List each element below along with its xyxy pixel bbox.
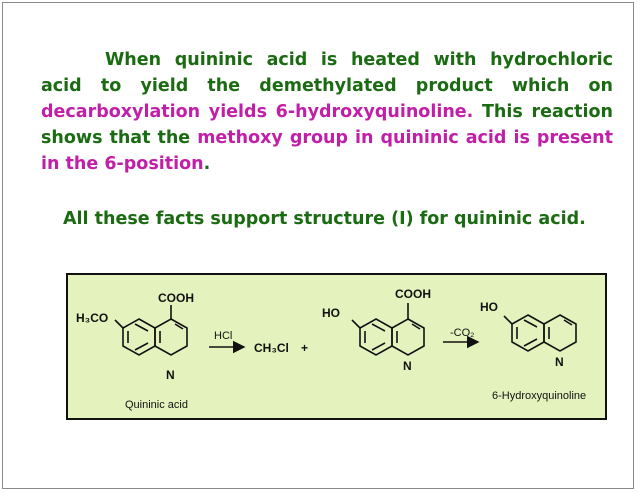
conclusion-text: All these facts support structure (I) fo… [63,209,586,229]
highlight-methoxy-position: methoxy group in quininic acid is presen… [41,128,613,174]
reaction-scheme: H₃CO COOH N Quininic acid HCl CH₃Cl + HO… [66,273,607,420]
quininic-cooh: COOH [158,291,194,305]
text-part3: . [203,154,211,174]
byproduct-ch3cl: CH₃Cl [254,341,289,355]
intermediate-structure: HO COOH N [322,287,431,373]
reagent-co2: -CO₂ [450,327,474,339]
product-nitrogen: N [555,355,564,369]
reagent-hcl: HCl [214,330,232,342]
arrow-decarboxylation: -CO₂ [443,327,480,349]
intermediate-cooh: COOH [395,287,431,301]
plus-sign: + [301,341,308,355]
quininic-substituent: H₃CO [76,311,108,325]
arrow-hcl: HCl [209,330,246,354]
product-structure: HO N 6-Hydroxyquinoline [480,300,586,402]
slide: When quininic acid is heated with hydroc… [2,2,634,489]
reaction-scheme-drawing: H₃CO COOH N Quininic acid HCl CH₃Cl + HO… [76,287,586,411]
text-part2: This reaction shows that the [41,102,613,148]
paragraph-reaction: When quininic acid is heated with hydroc… [41,47,613,177]
quininic-acid-name: Quininic acid [125,399,188,411]
product-substituent: HO [480,300,498,314]
quininic-acid-structure: H₃CO COOH N Quininic acid [76,291,194,411]
text-part1: When quininic acid is heated with hydroc… [41,50,613,96]
intermediate-substituent: HO [322,306,340,320]
paragraph-conclusion: All these facts support structure (I) fo… [41,206,613,232]
intermediate-nitrogen: N [403,359,412,373]
product-name: 6-Hydroxyquinoline [492,390,586,402]
quininic-nitrogen: N [166,368,175,382]
highlight-decarboxylation: decarboxylation yields 6-hydroxyquinolin… [41,102,474,122]
